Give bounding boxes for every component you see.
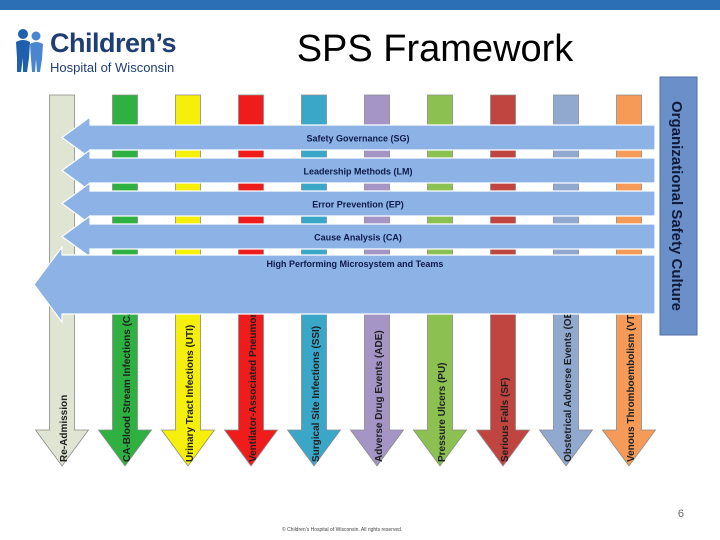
copyright-text: © Children’s Hospital of Wisconsin. All … (282, 527, 403, 533)
pillar-bar-arrow (33, 245, 656, 324)
page-title: SPS Framework (296, 28, 574, 70)
outcome-column-label: Adverse Drug Events (ADE) (374, 330, 385, 462)
top-accent-bar (0, 0, 720, 10)
pillar-bar-label: Leadership Methods (LM) (303, 167, 412, 177)
logo-name: Children’s (50, 28, 177, 58)
outcome-column-label: Serious Falls (SF) (500, 378, 511, 462)
logo-subtitle: Hospital of Wisconsin (50, 60, 175, 75)
pillar-bar-label: Cause Analysis (CA) (314, 233, 402, 243)
culture-label: Organizational Safety Culture (668, 101, 685, 311)
children-figures-icon (16, 29, 43, 72)
outcome-column-label: CA-Blood Stream Infections (CA-B (122, 298, 133, 462)
pillar-bar-arrow (60, 214, 656, 259)
page-number: 6 (677, 508, 684, 520)
pillar-bar-arrow (60, 115, 656, 160)
hospital-logo: Children’s Hospital of Wisconsin (14, 26, 184, 78)
outcome-column-label: Re-Admission (59, 395, 70, 462)
outcome-column-label: Venous Thromboembolism (VTE) (626, 305, 637, 462)
outcome-column-label: Ventilator-Associated Pneumonia (248, 303, 259, 462)
pillar-bar-label: Safety Governance (SG) (306, 134, 409, 144)
pillar-bar-label: High Performing Microsystem and Teams (267, 259, 444, 269)
culture-box (659, 76, 698, 336)
pillar-bar-arrow (60, 148, 656, 193)
pillar-bar-arrow (60, 181, 656, 226)
outcome-column-label: Urinary Tract Infections (UTI) (185, 325, 196, 462)
pillar-bar-label: Error Prevention (EP) (312, 200, 404, 210)
outcome-column-label: Obstetrical Adverse Events (OBAE (563, 297, 574, 462)
outcome-column-label: Surgical Site Infections (SSI) (311, 326, 322, 462)
outcome-column-label: Pressure Ulcers (PU) (437, 363, 448, 463)
